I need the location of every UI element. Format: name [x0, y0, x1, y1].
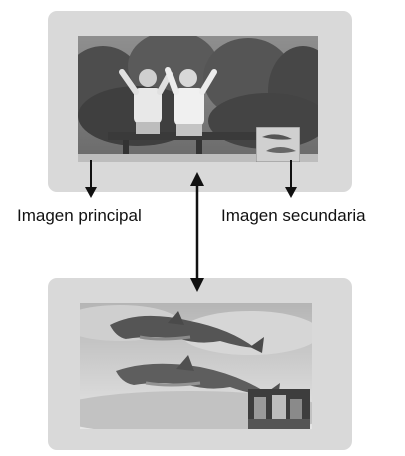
main-picture-photo: [78, 36, 318, 162]
swapped-main-picture-photo: [80, 303, 312, 429]
sub-picture-pointer-arrow: [285, 160, 297, 198]
swapped-sub-picture-inset: [248, 389, 310, 429]
main-picture-pointer-arrow: [85, 160, 97, 198]
swap-double-arrow: [190, 172, 204, 292]
sub-picture-label: Imagen secundaria: [221, 206, 366, 225]
main-picture-label: Imagen principal: [17, 206, 142, 225]
sub-picture-inset: [256, 127, 300, 162]
